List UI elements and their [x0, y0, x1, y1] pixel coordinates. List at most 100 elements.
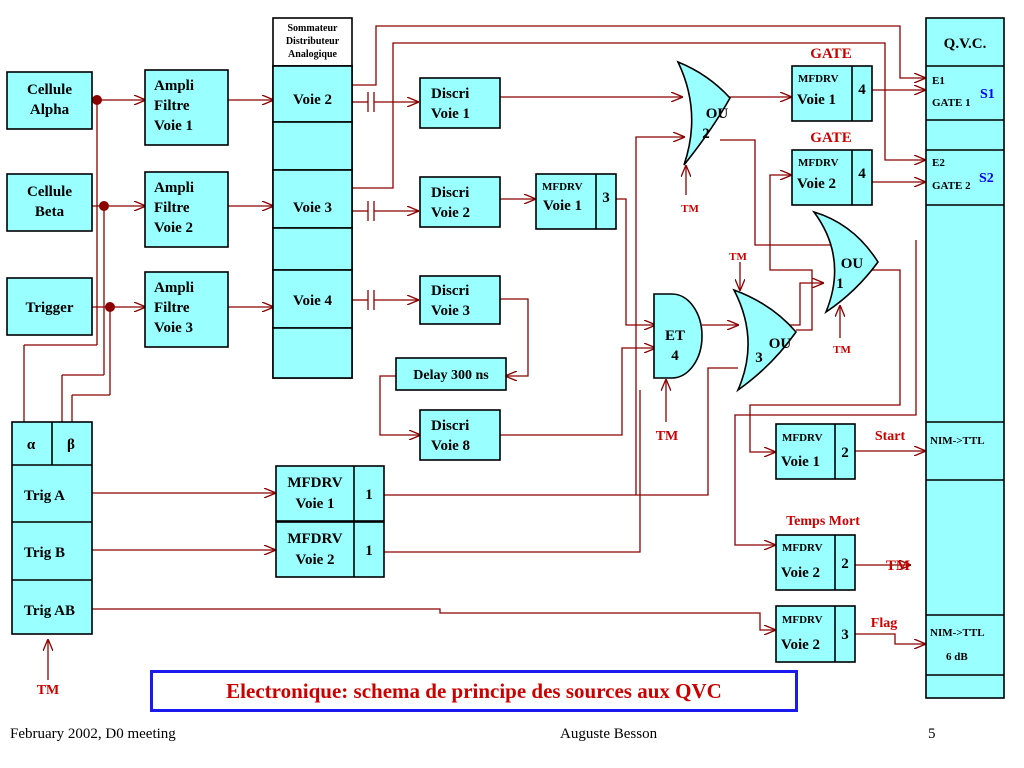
svg-text:MFDRV: MFDRV [542, 181, 583, 193]
svg-text:Voie 1: Voie 1 [781, 454, 820, 470]
svg-text:S2: S2 [979, 171, 994, 186]
wires [23, 25, 925, 680]
svg-text:6 dB: 6 dB [946, 651, 968, 663]
svg-text:E2: E2 [932, 157, 945, 169]
mfdrv-trig-a: MFDRV Voie 1 1 [275, 465, 385, 522]
svg-text:1: 1 [365, 543, 373, 559]
svg-text:1: 1 [836, 276, 844, 292]
tm-label-ou3: TM [729, 251, 747, 263]
svg-text:3: 3 [841, 627, 849, 643]
svg-text:GATE 1: GATE 1 [932, 97, 971, 109]
svg-text:Discri: Discri [431, 185, 469, 201]
svg-text:Discri: Discri [431, 86, 469, 102]
svg-text:Voie 2: Voie 2 [154, 220, 193, 236]
svg-text:Voie 2: Voie 2 [797, 176, 836, 192]
sommateur-voie-2: Voie 2 [293, 92, 332, 108]
tm-label-ou1: TM [833, 344, 851, 356]
svg-text:2: 2 [841, 556, 849, 572]
tm-label-et: TM [656, 429, 679, 444]
svg-text:MFDRV: MFDRV [287, 531, 342, 547]
sommateur-voie-4: Voie 4 [293, 293, 333, 309]
tm-label-ou2: TM [681, 203, 699, 215]
svg-text:3: 3 [755, 350, 763, 366]
svg-text:Voie 2: Voie 2 [781, 565, 820, 581]
source-trigger: Trigger [6, 277, 93, 336]
svg-text:Ampli: Ampli [154, 280, 194, 296]
ampli-voie-3: Ampli Filtre Voie 3 [144, 271, 229, 348]
mfdrv-flag: MFDRV Voie 2 3 [775, 605, 856, 663]
svg-text:Cellule: Cellule [27, 82, 72, 98]
svg-text:2: 2 [841, 445, 849, 461]
gate-label-2: GATE [810, 130, 851, 146]
start-label: Start [875, 429, 906, 444]
discri-voie-2: Discri Voie 2 [419, 176, 501, 228]
svg-text:Delay 300 ns: Delay 300 ns [413, 368, 489, 383]
svg-text:Voie 3: Voie 3 [431, 303, 470, 319]
mfdrv-discri2: MFDRV Voie 1 3 [535, 173, 617, 230]
svg-text:Sommateur: Sommateur [288, 23, 339, 34]
svg-text:Filtre: Filtre [154, 300, 190, 316]
svg-text:MFDRV: MFDRV [287, 475, 342, 491]
svg-text:MFDRV: MFDRV [782, 432, 823, 444]
qvc-module: Q.V.C. E1 GATE 1 S1 E2 GATE 2 S2 NIM->TT… [925, 17, 1005, 699]
diagram-title: Electronique: schema de principe des sou… [150, 670, 798, 712]
temps-mort-label: Temps Mort [786, 514, 860, 529]
svg-text:OU: OU [841, 256, 864, 272]
flag-label: Flag [871, 616, 897, 631]
svg-text:OU: OU [706, 106, 729, 122]
svg-text:2: 2 [702, 126, 710, 142]
svg-text:ET: ET [665, 328, 685, 344]
svg-text:OU: OU [769, 336, 792, 352]
discri-voie-8: Discri Voie 8 [419, 409, 501, 461]
svg-text:Voie 2: Voie 2 [431, 205, 470, 221]
svg-text:Voie 1: Voie 1 [431, 106, 470, 122]
svg-text:NIM->TTL: NIM->TTL [930, 435, 985, 447]
mfdrv-gate1: MFDRV Voie 1 4 [791, 65, 873, 122]
svg-text:MFDRV: MFDRV [798, 73, 839, 85]
svg-text:Voie 1: Voie 1 [295, 496, 334, 512]
svg-text:Analogique: Analogique [288, 49, 337, 60]
discri-voie-3: Discri Voie 3 [419, 275, 501, 325]
svg-text:Distributeur: Distributeur [286, 36, 340, 47]
sommateur-distributeur: Sommateur Distributeur Analogique Voie 2… [272, 17, 353, 379]
gate-ou-3: OU 3 [732, 288, 798, 393]
ampli-voie-1: Ampli Filtre Voie 1 [144, 69, 229, 146]
svg-text:β: β [67, 437, 75, 453]
gate-ou-2: OU 2 [676, 60, 731, 166]
svg-text:NIM->TTL: NIM->TTL [930, 627, 985, 639]
svg-text:Alpha: Alpha [30, 102, 70, 118]
trig-a: Trig A [24, 488, 65, 504]
svg-text:3: 3 [602, 190, 610, 206]
svg-text:Trigger: Trigger [25, 300, 73, 316]
mfdrv-gate2: MFDRV Voie 2 4 [791, 149, 873, 206]
sommateur-voie-3: Voie 3 [293, 200, 332, 216]
svg-text:Voie 8: Voie 8 [431, 438, 470, 454]
svg-text:Voie 1: Voie 1 [797, 92, 836, 108]
svg-text:MFDRV: MFDRV [782, 542, 823, 554]
red-labels: GATE GATE TM TM TM TM Start Temps Mort T… [37, 46, 910, 698]
trig-b: Trig B [24, 545, 65, 561]
mfdrv-temps-mort: MFDRV Voie 2 2 [775, 534, 856, 591]
svg-text:E1: E1 [932, 75, 945, 87]
footer-page-number: 5 [928, 726, 936, 742]
gate-label-1: GATE [810, 46, 851, 62]
svg-text:Beta: Beta [35, 204, 65, 220]
trig-ab: Trig AB [24, 603, 75, 619]
svg-text:4: 4 [858, 166, 866, 182]
footer-date: February 2002, D0 meeting [10, 726, 176, 742]
svg-text:4: 4 [671, 348, 679, 364]
svg-text:GATE 2: GATE 2 [932, 180, 971, 192]
svg-text:Voie 2: Voie 2 [781, 637, 820, 653]
svg-text:Voie 2: Voie 2 [295, 552, 334, 568]
svg-text:Discri: Discri [431, 418, 469, 434]
svg-text:MFDRV: MFDRV [782, 614, 823, 626]
footer-author: Auguste Besson [560, 726, 658, 742]
svg-text:Filtre: Filtre [154, 98, 190, 114]
svg-text:Filtre: Filtre [154, 200, 190, 216]
ampli-voie-2: Ampli Filtre Voie 2 [144, 171, 229, 248]
discri-voie-1: Discri Voie 1 [419, 77, 501, 129]
source-cellule-alpha: Cellule Alpha [6, 71, 93, 130]
svg-text:Ampli: Ampli [154, 78, 194, 94]
svg-text:Ampli: Ampli [154, 180, 194, 196]
svg-text:α: α [27, 437, 36, 453]
